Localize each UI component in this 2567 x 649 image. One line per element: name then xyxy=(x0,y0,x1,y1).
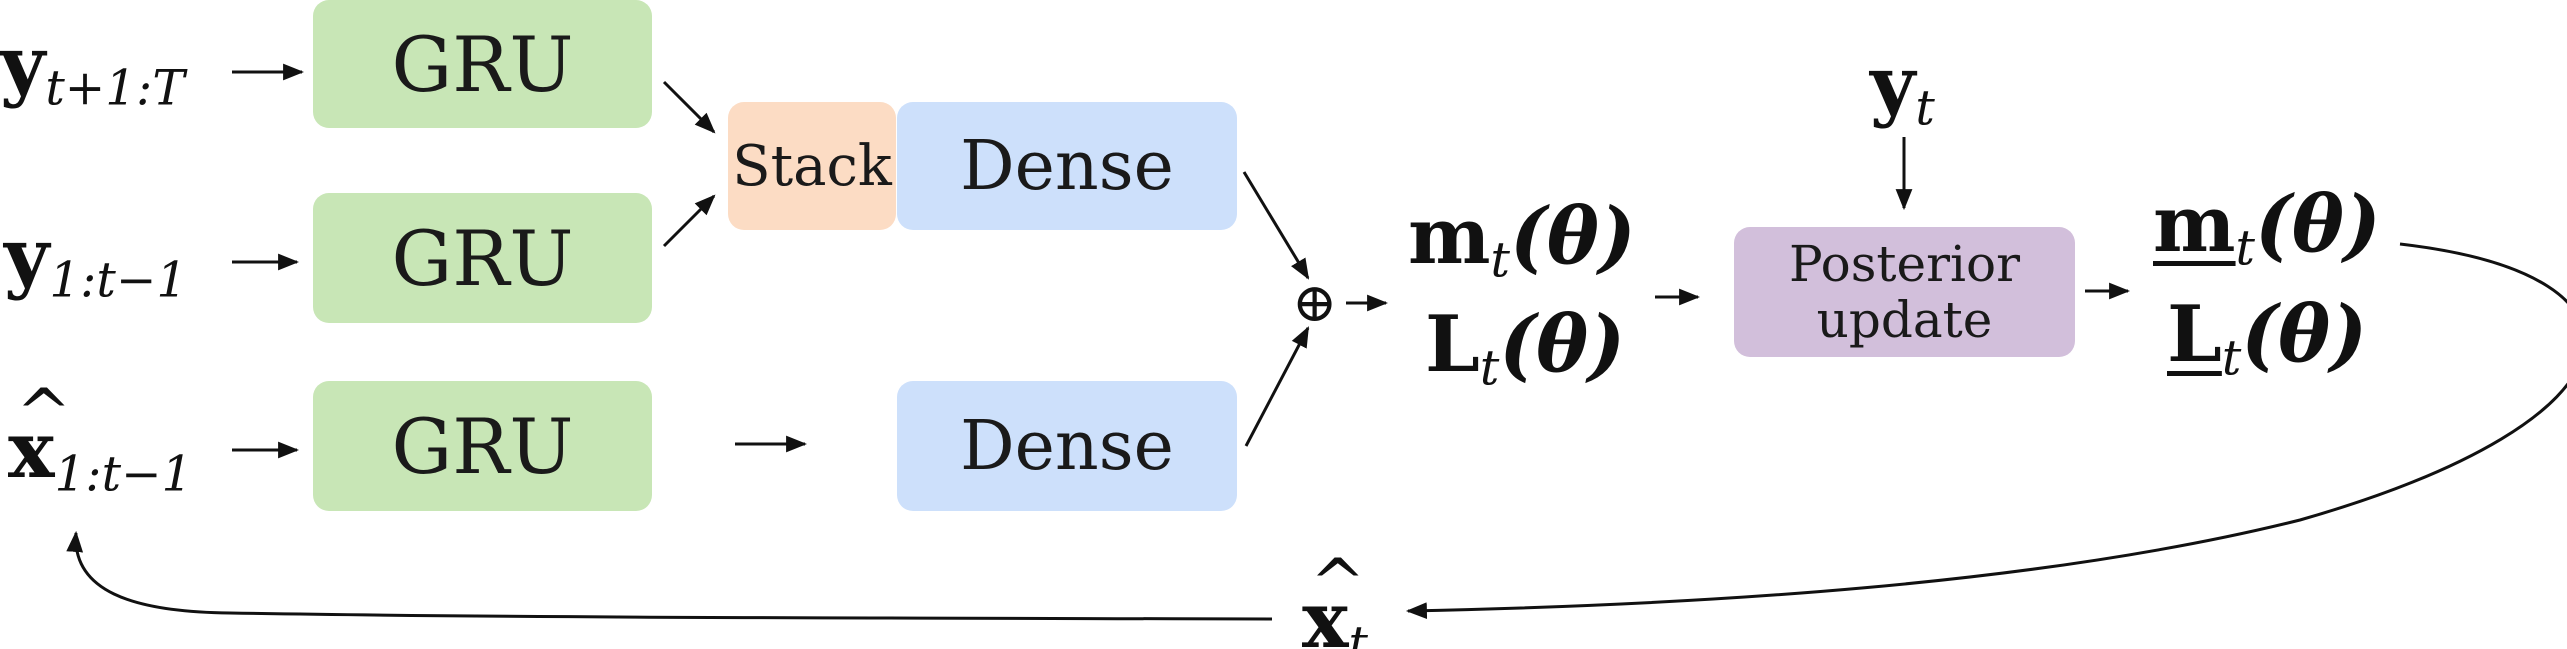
arrow-xt-xpast xyxy=(66,530,1273,621)
arrow-dense2-oplus xyxy=(1244,326,1310,447)
input-y-past: y1:t−1 xyxy=(4,211,188,309)
arrow-feedback-xt xyxy=(1405,242,2567,620)
dense-block-2: Dense xyxy=(897,381,1237,511)
posterior-label-line2: update xyxy=(1816,291,1993,349)
concat-operator: ⊕ xyxy=(1292,271,1338,334)
arrow-dense1-oplus xyxy=(1242,171,1310,280)
arrow-gru1-stack xyxy=(662,80,716,134)
param-m-updated: mt(θ) xyxy=(2153,179,2381,277)
posterior-label-line1: Posterior xyxy=(1789,235,2020,293)
gru-label: GRU xyxy=(391,213,574,303)
dense-label: Dense xyxy=(960,126,1174,206)
param-L-updated: Lt(θ) xyxy=(2167,289,2368,387)
output-xt: xt xyxy=(1302,550,1368,649)
observation-yt: yt xyxy=(1870,39,1935,137)
dense-block-1: Dense xyxy=(897,102,1237,230)
arrow-gru2-stack xyxy=(662,194,716,248)
gru-block-past-y: GRU xyxy=(313,193,652,323)
gru-block-future: GRU xyxy=(313,0,652,128)
posterior-update-block: Posterior update xyxy=(1734,227,2075,357)
input-x-past: x1:t−1 xyxy=(8,380,192,499)
gru-label: GRU xyxy=(391,401,574,491)
input-y-future: yt+1:T xyxy=(0,19,185,117)
dense-label: Dense xyxy=(960,406,1174,486)
gru-block-past-x: GRU xyxy=(313,381,652,511)
param-m: mt(θ) xyxy=(1408,191,1636,289)
gru-label: GRU xyxy=(391,19,574,109)
stack-label: Stack xyxy=(732,133,892,199)
stack-block: Stack xyxy=(728,102,896,230)
param-L: Lt(θ) xyxy=(1425,299,1626,397)
